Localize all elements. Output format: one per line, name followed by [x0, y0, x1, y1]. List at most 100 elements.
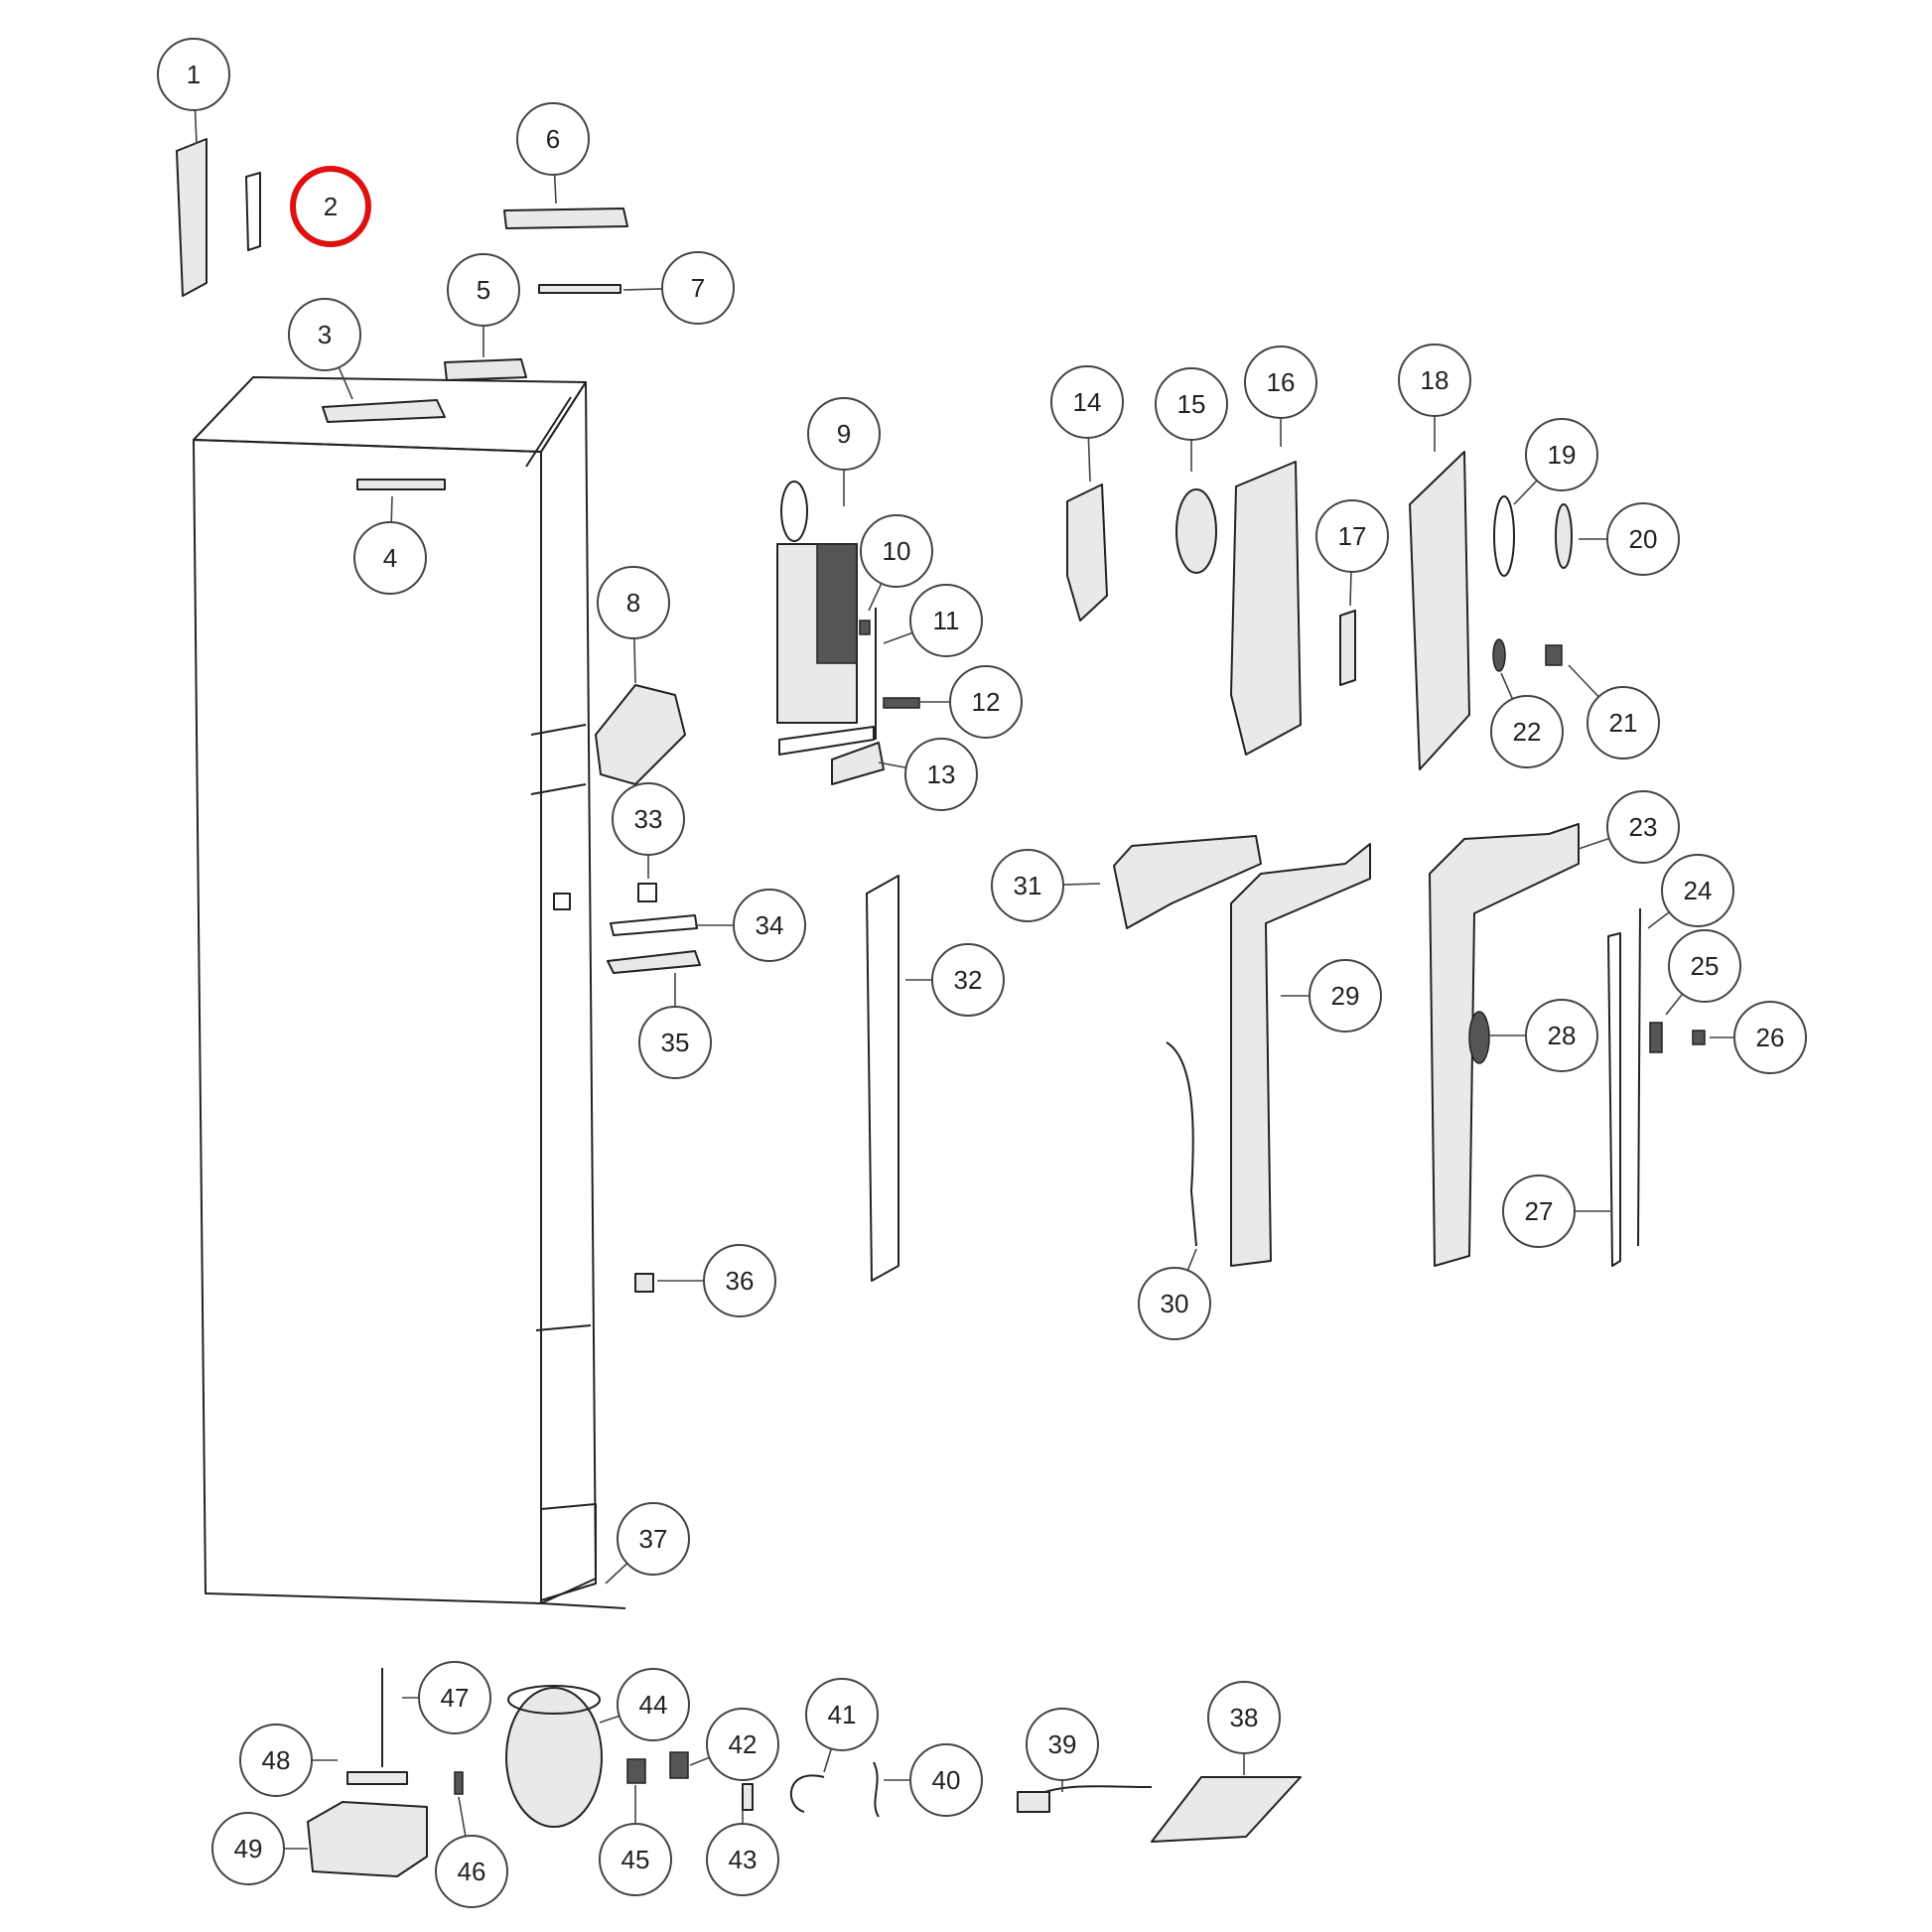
callout-circle-48	[239, 1724, 313, 1797]
callout-40[interactable]: 40	[909, 1743, 983, 1817]
callout-47[interactable]: 47	[418, 1661, 491, 1734]
callout-6[interactable]: 6	[516, 102, 590, 176]
callout-22[interactable]: 22	[1490, 695, 1564, 768]
part-31-cover	[1113, 835, 1262, 929]
callout-9[interactable]: 9	[807, 397, 881, 471]
callout-27[interactable]: 27	[1502, 1174, 1576, 1248]
leader-line-21	[1568, 664, 1599, 698]
part-10-pin	[859, 620, 871, 635]
part-19-ring	[1493, 495, 1515, 577]
callout-13[interactable]: 13	[904, 738, 978, 811]
callout-33[interactable]: 33	[612, 782, 685, 856]
leader-line-7	[622, 288, 663, 291]
callout-circle-29	[1309, 959, 1382, 1033]
part-20-fan-blade	[1555, 503, 1573, 569]
part-24-strip	[1637, 907, 1641, 1247]
part-18-panel	[1409, 451, 1470, 770]
callout-35[interactable]: 35	[638, 1006, 712, 1079]
part-40-wire	[873, 1761, 880, 1818]
callout-36[interactable]: 36	[703, 1244, 776, 1317]
callout-circle-12	[949, 665, 1023, 739]
callout-30[interactable]: 30	[1138, 1267, 1211, 1340]
callout-48[interactable]: 48	[239, 1724, 313, 1797]
callout-14[interactable]: 14	[1050, 365, 1124, 439]
callout-label-46: 46	[458, 1857, 486, 1886]
leader-line-11	[883, 631, 913, 644]
callout-38[interactable]: 38	[1207, 1681, 1281, 1754]
callout-circle-7	[661, 251, 735, 325]
callout-19[interactable]: 19	[1525, 418, 1598, 491]
callout-49[interactable]: 49	[211, 1812, 285, 1885]
part-4-strip	[356, 479, 446, 490]
callout-3[interactable]: 3	[288, 298, 361, 371]
part-33-switch	[637, 883, 657, 902]
callout-45[interactable]: 45	[599, 1823, 672, 1896]
callout-32[interactable]: 32	[931, 943, 1005, 1017]
callout-10[interactable]: 10	[860, 514, 933, 588]
callout-39[interactable]: 39	[1026, 1708, 1099, 1781]
callout-37[interactable]: 37	[617, 1502, 690, 1576]
leader-line-44	[599, 1715, 621, 1724]
callout-8[interactable]: 8	[597, 566, 670, 639]
leader-line-19	[1513, 480, 1538, 505]
part-36-block	[634, 1273, 654, 1293]
callout-21[interactable]: 21	[1587, 686, 1660, 759]
callout-label-37: 37	[639, 1524, 668, 1554]
callout-46[interactable]: 46	[435, 1835, 508, 1908]
callout-42[interactable]: 42	[706, 1708, 779, 1781]
callout-circle-5	[447, 253, 520, 327]
part-6-rail	[503, 207, 628, 229]
callout-15[interactable]: 15	[1155, 367, 1228, 441]
callout-34[interactable]: 34	[733, 889, 806, 962]
callout-7[interactable]: 7	[661, 251, 735, 325]
callout-12[interactable]: 12	[949, 665, 1023, 739]
callout-label-15: 15	[1177, 389, 1206, 419]
callout-label-29: 29	[1331, 981, 1360, 1011]
part-46-pin	[454, 1771, 464, 1795]
callout-23[interactable]: 23	[1606, 790, 1680, 864]
callout-4[interactable]: 4	[353, 521, 427, 595]
callout-circle-42	[706, 1708, 779, 1781]
part-39-plug	[1017, 1785, 1153, 1813]
callout-label-14: 14	[1073, 387, 1102, 417]
callout-circle-31	[991, 849, 1064, 922]
callout-circle-38	[1207, 1681, 1281, 1754]
callout-29[interactable]: 29	[1309, 959, 1382, 1033]
callout-41[interactable]: 41	[805, 1678, 879, 1751]
callout-26[interactable]: 26	[1733, 1001, 1807, 1074]
callout-20[interactable]: 20	[1606, 502, 1680, 576]
callout-44[interactable]: 44	[617, 1668, 690, 1741]
callout-label-25: 25	[1691, 951, 1720, 981]
callout-circle-30	[1138, 1267, 1211, 1340]
leader-line-46	[458, 1796, 467, 1837]
highlight-layer	[290, 166, 371, 247]
callout-25[interactable]: 25	[1668, 929, 1741, 1003]
part-44-compressor	[505, 1685, 603, 1828]
callout-circle-37	[617, 1502, 690, 1576]
callout-label-32: 32	[954, 965, 983, 995]
callout-circle-11	[909, 584, 983, 657]
callout-17[interactable]: 17	[1315, 499, 1389, 573]
part-21-motor	[1545, 644, 1563, 666]
part-3-cover	[322, 399, 446, 423]
callout-28[interactable]: 28	[1525, 999, 1598, 1072]
leader-line-37	[605, 1563, 628, 1585]
part-9-evaporator	[776, 481, 858, 724]
callout-circle-33	[612, 782, 685, 856]
callout-1[interactable]: 1	[157, 38, 230, 111]
callout-43[interactable]: 43	[706, 1823, 779, 1896]
callout-label-18: 18	[1421, 365, 1449, 395]
callout-circle-16	[1244, 345, 1317, 419]
callout-5[interactable]: 5	[447, 253, 520, 327]
callout-label-26: 26	[1756, 1023, 1785, 1052]
callout-label-24: 24	[1684, 876, 1713, 905]
callout-circle-9	[807, 397, 881, 471]
callout-24[interactable]: 24	[1661, 854, 1734, 927]
callout-11[interactable]: 11	[909, 584, 983, 657]
callout-16[interactable]: 16	[1244, 345, 1317, 419]
part-27-rail	[1607, 932, 1621, 1267]
callout-31[interactable]: 31	[991, 849, 1064, 922]
callout-18[interactable]: 18	[1398, 344, 1471, 417]
callout-circle-6	[516, 102, 590, 176]
callout-circle-15	[1155, 367, 1228, 441]
